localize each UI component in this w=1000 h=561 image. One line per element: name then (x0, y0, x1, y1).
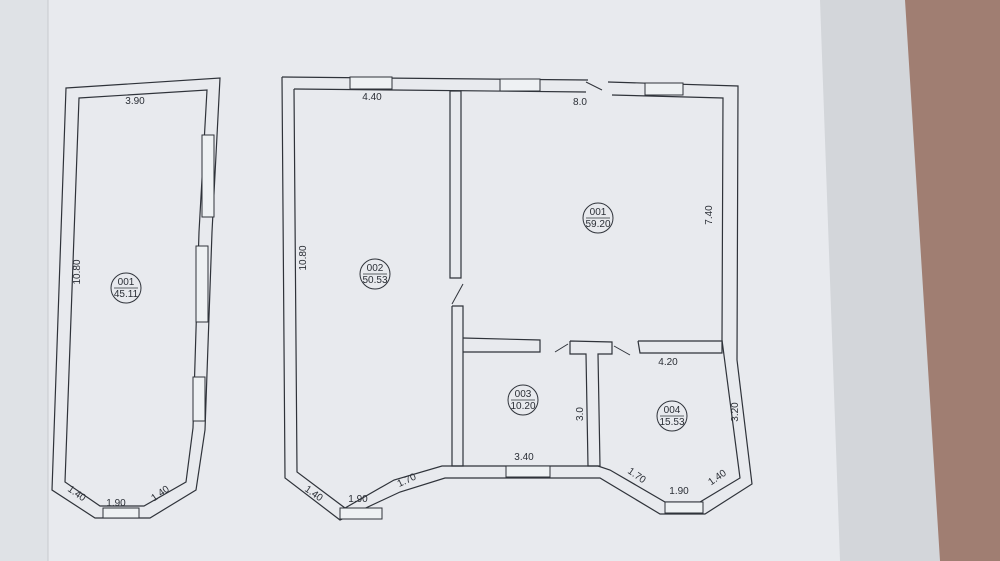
room-tag-003: 003 10.20 (507, 384, 539, 416)
door-swing (554, 343, 569, 353)
room-id: 001 (118, 277, 135, 288)
room-tag-001: 001 59.20 (582, 202, 614, 234)
plan-left-window-2 (195, 245, 209, 323)
room-area: 45.11 (114, 289, 139, 300)
room-area: 59.20 (585, 219, 610, 230)
dimension-label: 7.40 (704, 205, 715, 225)
window (664, 501, 704, 514)
dimension-label: 4.40 (362, 92, 382, 103)
window (505, 465, 551, 478)
window (349, 76, 393, 90)
door-swing (585, 81, 603, 91)
dimension-label: 3.0 (575, 407, 586, 421)
room-tag-004: 004 15.53 (656, 400, 688, 432)
dimension-label: 1.90 (669, 486, 689, 497)
room-tag-002: 002 50.53 (359, 258, 391, 290)
door-swing (613, 345, 631, 356)
room-id: 002 (367, 263, 384, 274)
partition-wall (449, 90, 462, 279)
room-id: 003 (515, 389, 532, 400)
dimension-label: 8.0 (573, 97, 587, 108)
room-id: 004 (664, 405, 681, 416)
dimension-label: 1.90 (348, 494, 368, 505)
window (644, 82, 684, 96)
window (499, 78, 541, 92)
dimension-label: 1.90 (106, 498, 126, 509)
dimension-label: 3.40 (514, 452, 534, 463)
window (339, 507, 383, 520)
dimension-label: 10.80 (298, 245, 309, 270)
dimension-label: 3.90 (125, 96, 145, 107)
plan-left: 001 45.11 3.90 10.80 1.40 1.90 1.40 (51, 77, 221, 519)
room-area: 15.53 (659, 417, 684, 428)
plan-left-window-4 (102, 507, 140, 519)
room-area: 10.20 (510, 401, 535, 412)
dimension-label: 3.20 (730, 402, 741, 422)
plan-left-outer-wall (51, 77, 221, 519)
dimension-label: 10.80 (72, 259, 83, 284)
door-swing (451, 283, 464, 305)
book-gutter (0, 0, 48, 561)
room-tag-circle (110, 272, 142, 304)
room-area: 50.53 (362, 275, 387, 286)
dimension-label: 4.20 (658, 357, 678, 368)
plan-left-window-3 (192, 376, 206, 422)
plan-left-window-1 (201, 134, 215, 218)
room-id: 001 (590, 207, 607, 218)
